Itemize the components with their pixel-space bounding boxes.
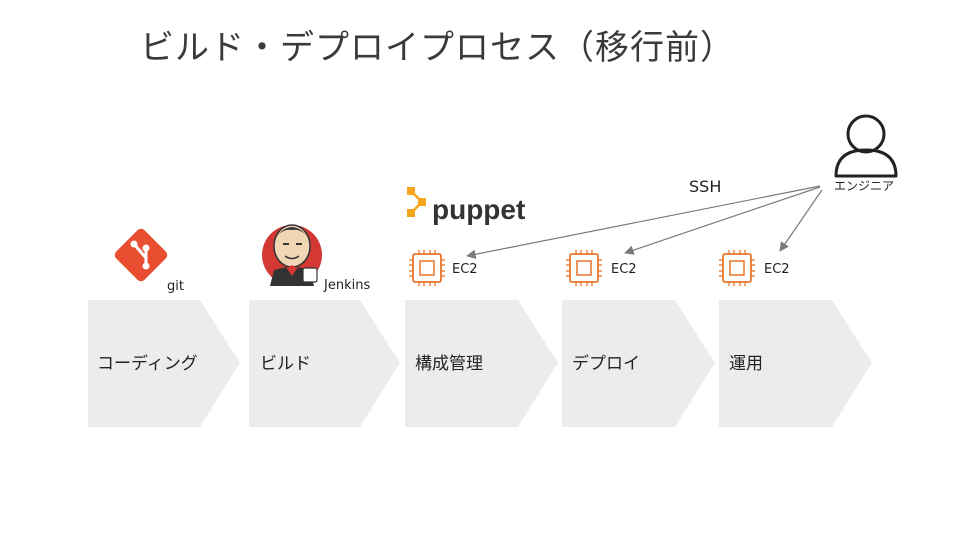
step-config-mgmt-chevron [405,300,558,427]
step-build-label: ビルド [260,354,311,374]
git-logo: git [114,228,184,294]
engineer-actor: エンジニア [834,114,898,193]
user-icon [834,114,898,178]
step-config-mgmt: 構成管理 [405,300,558,427]
ssh-arrows: SSH [466,177,823,260]
ec2-label-2: EC2 [611,262,637,277]
jenkins-butler-icon [262,224,322,286]
jenkins-logo: Jenkins [262,224,370,293]
step-deploy-chevron [562,300,715,427]
step-build-chevron [249,300,400,427]
step-deploy-label: デプロイ [572,353,640,374]
ec2-chip-icon [409,250,445,286]
step-build: ビルド [249,300,400,427]
ssh-label: SSH [689,177,721,196]
git-label: git [167,279,184,294]
step-coding-chevron [88,300,240,427]
ec2-label-1: EC2 [452,262,478,277]
ec2-instance-1: EC2 [409,250,478,286]
ssh-arrow-2 [624,186,821,255]
process-steps: コーディング ビルド 構成管理 デプロイ 運用 [88,300,872,427]
ec2-label-3: EC2 [764,262,790,277]
step-operation-label: 運用 [729,354,763,374]
step-deploy: デプロイ [562,300,715,427]
ec2-instance-2: EC2 [566,250,637,286]
engineer-label: エンジニア [834,179,894,193]
puppet-label: puppet [432,194,525,225]
puppet-mark-icon [407,187,426,217]
step-operation: 運用 [719,300,872,427]
slide-title: ビルド・デプロイプロセス（移行前） [140,28,735,68]
ec2-chip-icon [719,250,755,286]
git-diamond-icon [114,228,168,282]
puppet-logo: puppet [407,187,525,225]
step-operation-chevron [719,300,872,427]
jenkins-label: Jenkins [323,278,370,293]
ec2-chip-icon [566,250,602,286]
step-coding: コーディング [88,300,240,427]
ec2-instance-3: EC2 [719,250,790,286]
step-coding-label: コーディング [97,353,198,374]
ssh-arrow-3 [779,189,823,252]
step-config-mgmt-label: 構成管理 [415,354,483,374]
ssh-arrow-1 [466,185,821,260]
